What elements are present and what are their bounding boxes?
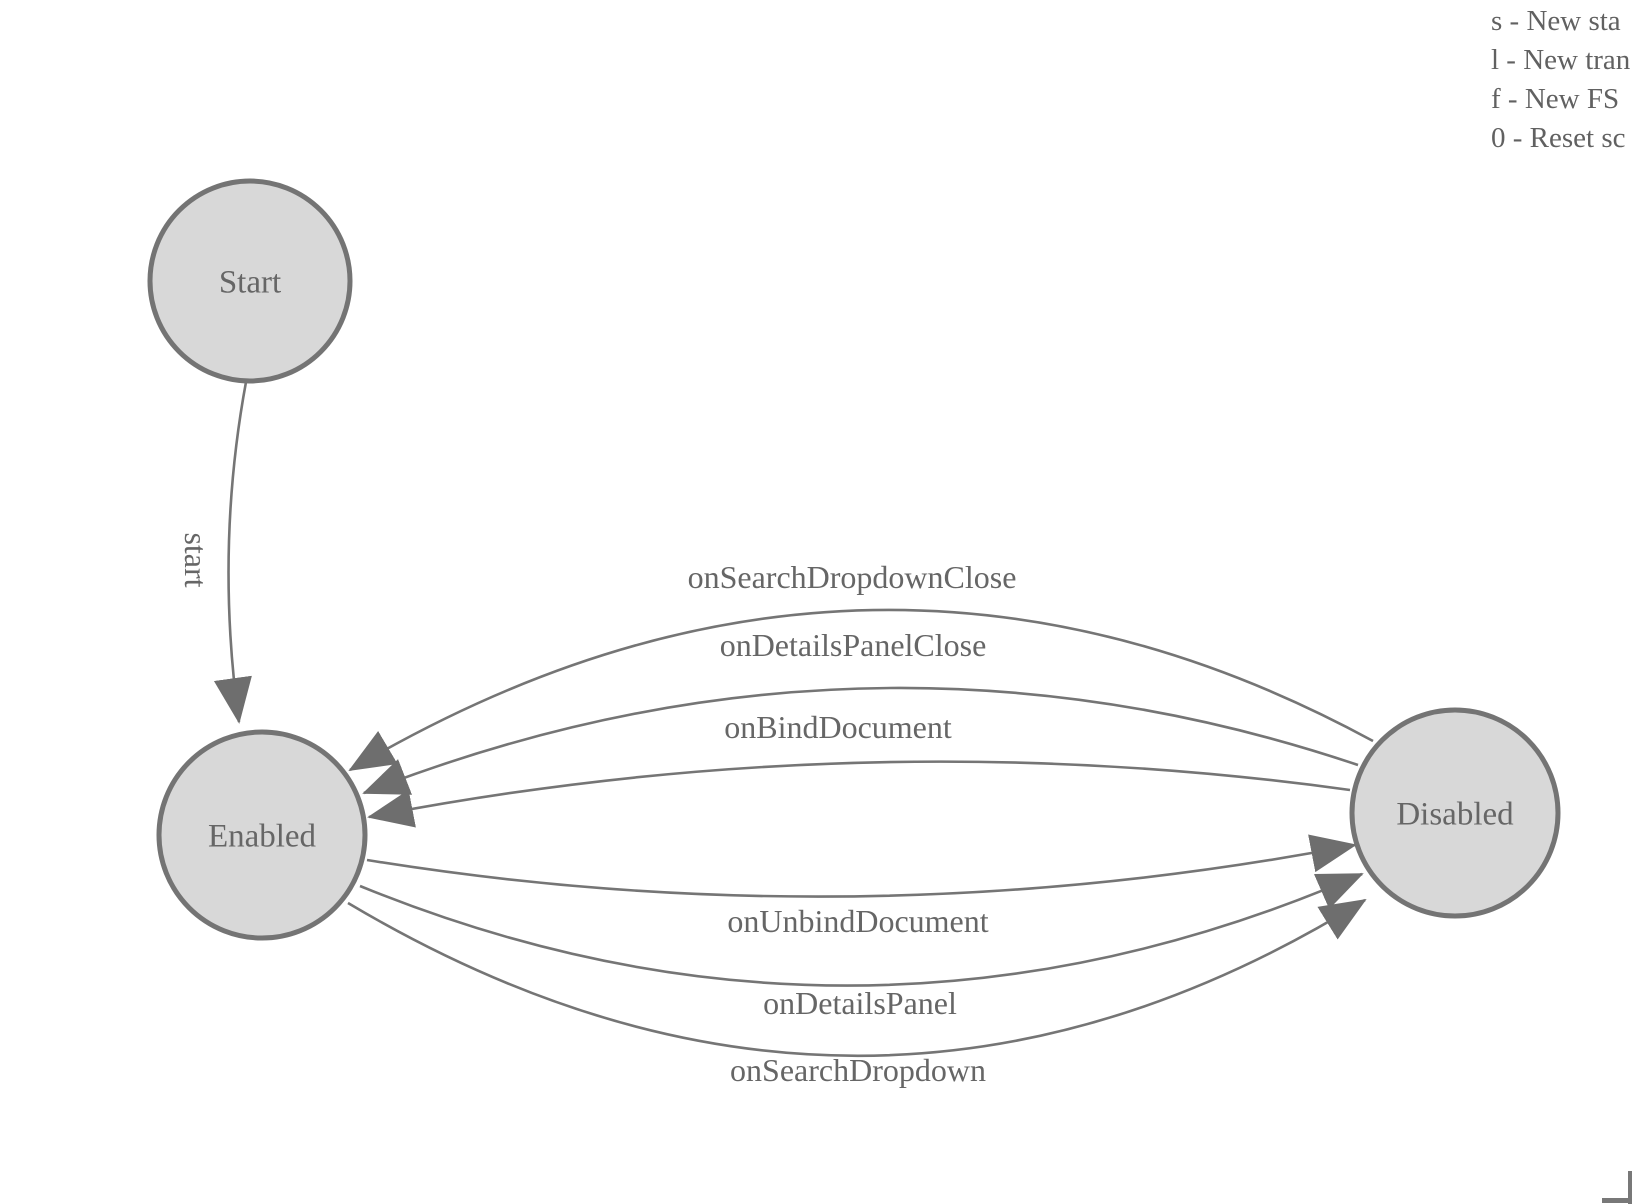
state-label-enabled: Enabled	[208, 819, 317, 855]
transition-label-onSearchDropdown: onSearchDropdown	[730, 1052, 986, 1088]
transition-label-onDetailsPanelClose: onDetailsPanelClose	[720, 627, 987, 663]
transition-label-onDetailsPanel: onDetailsPanel	[763, 985, 957, 1021]
transition-onDetailsPanel[interactable]	[359, 872, 1364, 987]
help-line-reset-scale: 0 - Reset sc	[1491, 122, 1626, 154]
help-line-new-state: s - New sta	[1491, 5, 1621, 37]
state-start[interactable]: Start	[147, 178, 353, 384]
page-corner-mark	[1602, 1171, 1632, 1204]
transition-onDetailsPanelClose[interactable]	[362, 686, 1359, 795]
help-line-new-transition: l - New tran	[1491, 44, 1631, 76]
transition-start[interactable]	[213, 381, 252, 724]
transition-label-onBindDocument: onBindDocument	[724, 709, 952, 745]
help-line-new-fsm: f - New FS	[1491, 83, 1620, 115]
state-disabled[interactable]: Disabled	[1349, 707, 1561, 919]
state-label-start: Start	[219, 265, 281, 301]
shortcut-help: s - New sta l - New tran f - New FS 0 - …	[1491, 2, 1630, 158]
state-enabled[interactable]: Enabled	[156, 729, 368, 941]
transition-label-start: start	[178, 532, 214, 587]
transition-onUnbindDocument[interactable]	[366, 834, 1357, 898]
state-label-disabled: Disabled	[1396, 797, 1514, 833]
transition-onSearchDropdown[interactable]	[347, 898, 1367, 1058]
transition-label-onUnbindDocument: onUnbindDocument	[727, 903, 988, 939]
transition-label-onSearchDropdownClose: onSearchDropdownClose	[688, 559, 1017, 595]
transition-onSearchDropdownClose[interactable]	[348, 608, 1374, 772]
transition-onBindDocument[interactable]	[367, 760, 1351, 828]
